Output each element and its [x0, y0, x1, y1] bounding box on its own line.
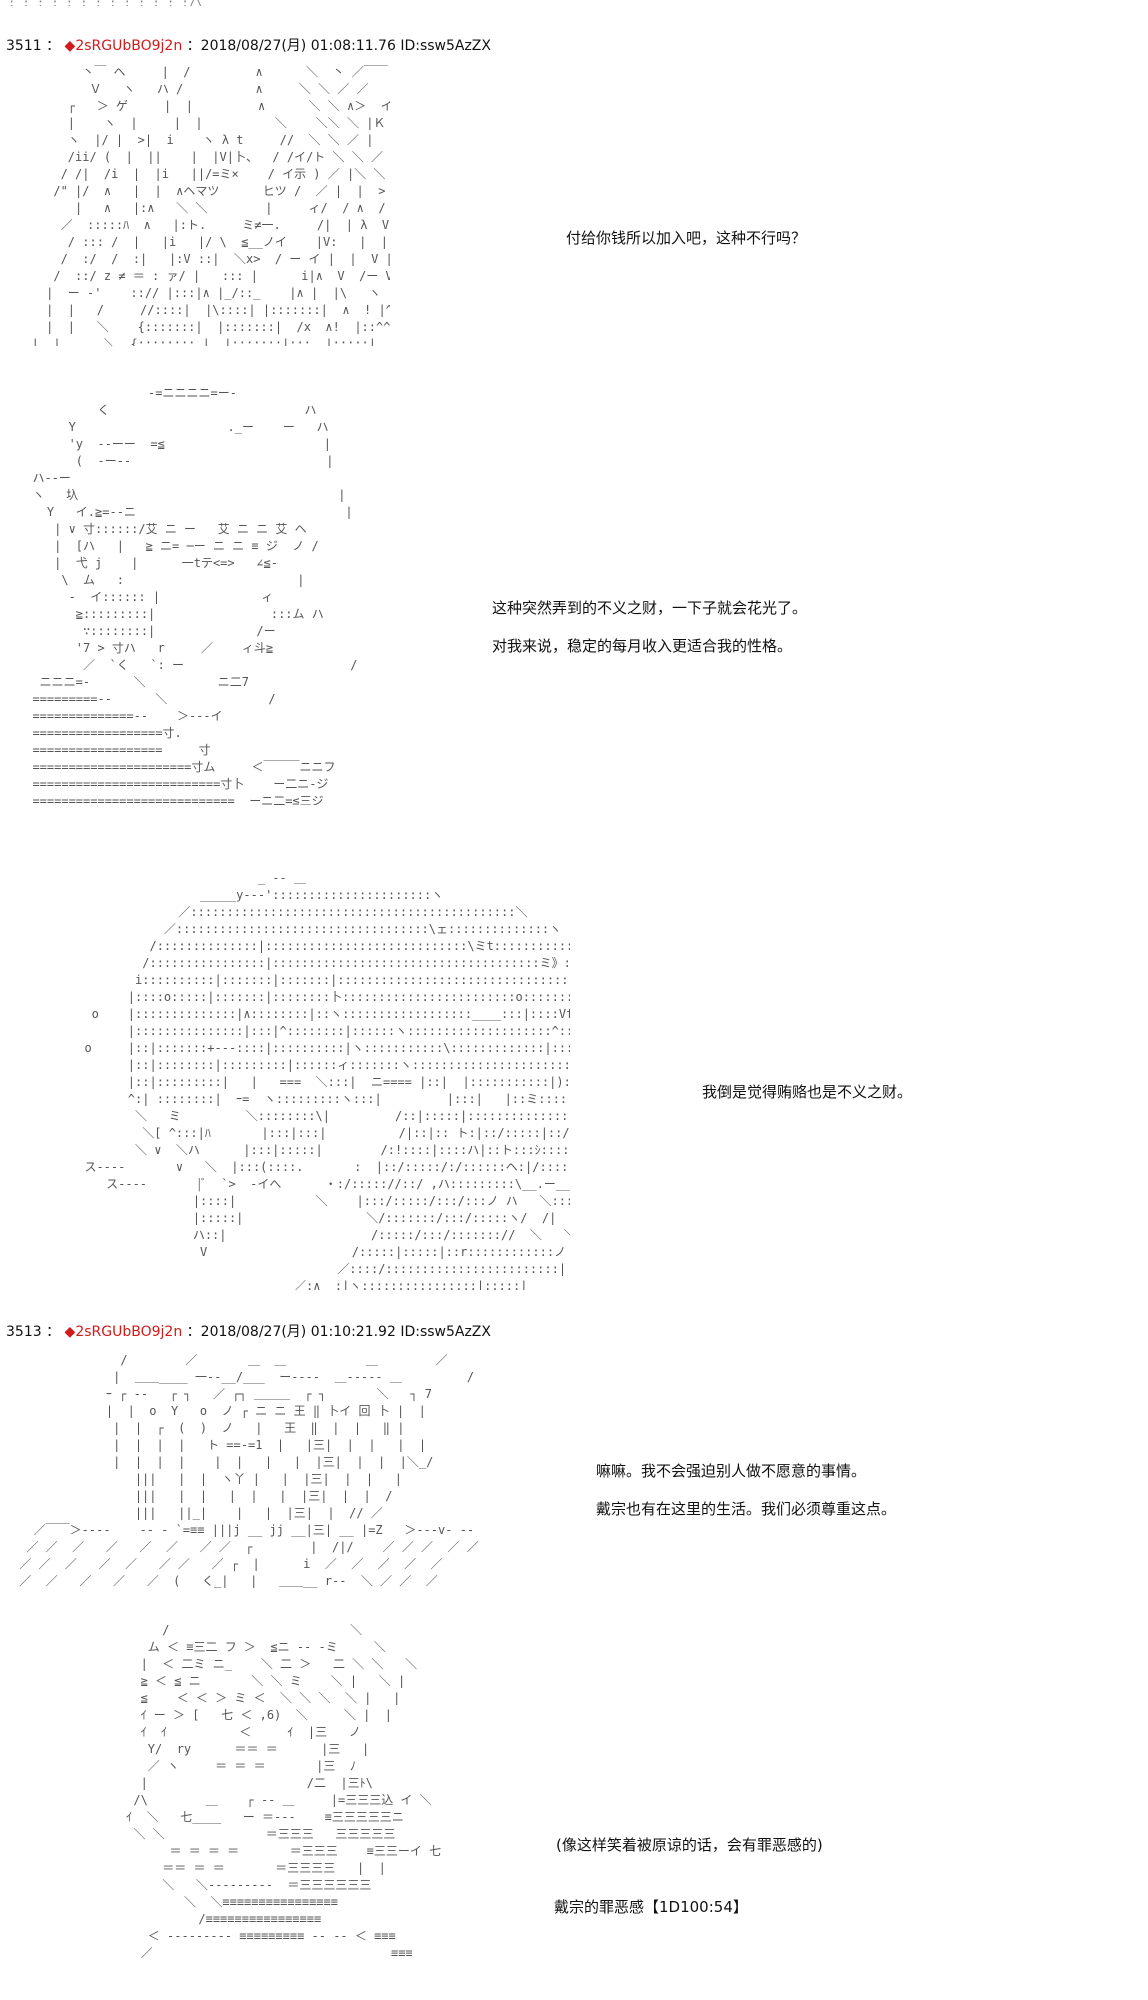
trip-code-link[interactable]: 2sRGUbBO9j2n [75, 38, 183, 54]
post-date-id: ：2018/08/27(月) 01:08:11.76 ID:ssw5AzZX [186, 38, 491, 54]
dialogue-line: 我倒是觉得贿赂也是不义之财。 [702, 1083, 913, 1101]
post-date-id: ：2018/08/27(月) 01:10:21.92 ID:ssw5AzZX [186, 1324, 491, 1340]
trip-code-link[interactable]: 2sRGUbBO9j2n [75, 1324, 183, 1340]
post-number: 3513 [6, 1324, 42, 1340]
trip-diamond-icon: ◆ [64, 1324, 76, 1340]
dialogue-line: 这种突然弄到的不义之财，一下子就会花光了。 [492, 599, 808, 617]
dialogue-line: 对我来说，稳定的每月收入更适合我的性格。 [492, 637, 793, 655]
ascii-art-figure-5: / ＼ ム ＜ ≡三二 フ ＞ ≦ニ ‐‐ ‐ミ ＼ | ＜ 二ミ ニ_ ＼ 二… [126, 1623, 442, 1960]
previous-post-art-fragment: : : : : : : : : : : : : :/\ /: :/ : : [8, 0, 348, 6]
dialogue-line: 付给你钱所以加入吧，这种不行吗？ [566, 229, 807, 247]
ascii-art-figure-4: / ／ ＿ ＿ ＿ ／ | ＿＿____ 一‐‐__/___ ー‐‐‐‐ ＿‐‐… [19, 1353, 479, 1588]
ascii-art-figure-2: ‐=ニニニニ=ー‐ く ハ Y ._ー ー ハ 'y ‐‐ーー =≦ | ( ‐… [32, 386, 358, 805]
dialogue-line: 嘛嘛。我不会强迫别人做不愿意的事情。 [596, 1462, 867, 1480]
ascii-art-figure-3: _ ‐‐ ＿ _____y‐‐‐'::::::::::::::::::::::ヽ… [84, 871, 570, 1290]
post-number: 3511 [6, 38, 42, 54]
post-header-3513: 3513 ： ◆2sRGUbBO9j2n ：2018/08/27(月) 01:1… [6, 1323, 491, 1341]
trip-diamond-icon: ◆ [64, 38, 76, 54]
dialogue-line: (像这样笑着被原谅的话，会有罪恶感的) [556, 1836, 823, 1854]
post-header-3511: 3511 ： ◆2sRGUbBO9j2n ：2018/08/27(月) 01:0… [6, 37, 491, 55]
dialogue-line: 戴宗的罪恶感【1D100:54】 [554, 1898, 748, 1916]
ascii-art-figure-1: 丶￣ ヘ | / ∧ ＼ 丶 ／￣￣ Ｖ ヽ ハ / ∧ ＼ ＼ ／ ／ ┌ ＞… [10, 65, 390, 346]
post-separator: ： [46, 1324, 61, 1340]
post-separator: ： [46, 38, 61, 54]
dialogue-line: 戴宗也有在这里的生活。我们必须尊重这点。 [596, 1500, 897, 1518]
